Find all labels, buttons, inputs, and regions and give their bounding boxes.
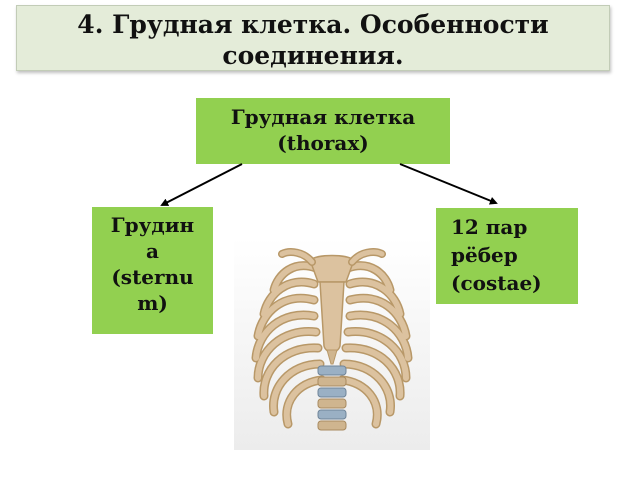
- sternum-bone: [309, 254, 355, 365]
- node-thorax: Грудная клетка (thorax): [196, 98, 450, 164]
- node-sternum: Грудин а (sternu m): [92, 207, 213, 334]
- slide-title: 4. Грудная клетка. Особенности соединени…: [16, 5, 610, 71]
- node-costae: 12 пар рёбер (costae): [436, 208, 578, 304]
- node-costae-line1: 12 пар: [451, 215, 528, 239]
- node-sternum-line2: а: [146, 239, 159, 263]
- node-thorax-line2: (thorax): [277, 131, 369, 155]
- ribs: [251, 261, 413, 429]
- spine: [317, 365, 347, 431]
- arrow-to-sternum: [160, 163, 243, 206]
- node-costae-line3: (costae): [451, 271, 542, 295]
- clavicle-stubs: [278, 248, 386, 266]
- ribcage-illustration: [234, 238, 430, 450]
- node-costae-line2: рёбер: [451, 243, 518, 267]
- node-sternum-line1: Грудин: [110, 213, 195, 237]
- node-thorax-line1: Грудная клетка: [230, 105, 416, 129]
- arrow-to-costae: [399, 163, 498, 205]
- node-sternum-line3: (sternu: [111, 265, 194, 289]
- node-sternum-line4: m): [137, 291, 168, 315]
